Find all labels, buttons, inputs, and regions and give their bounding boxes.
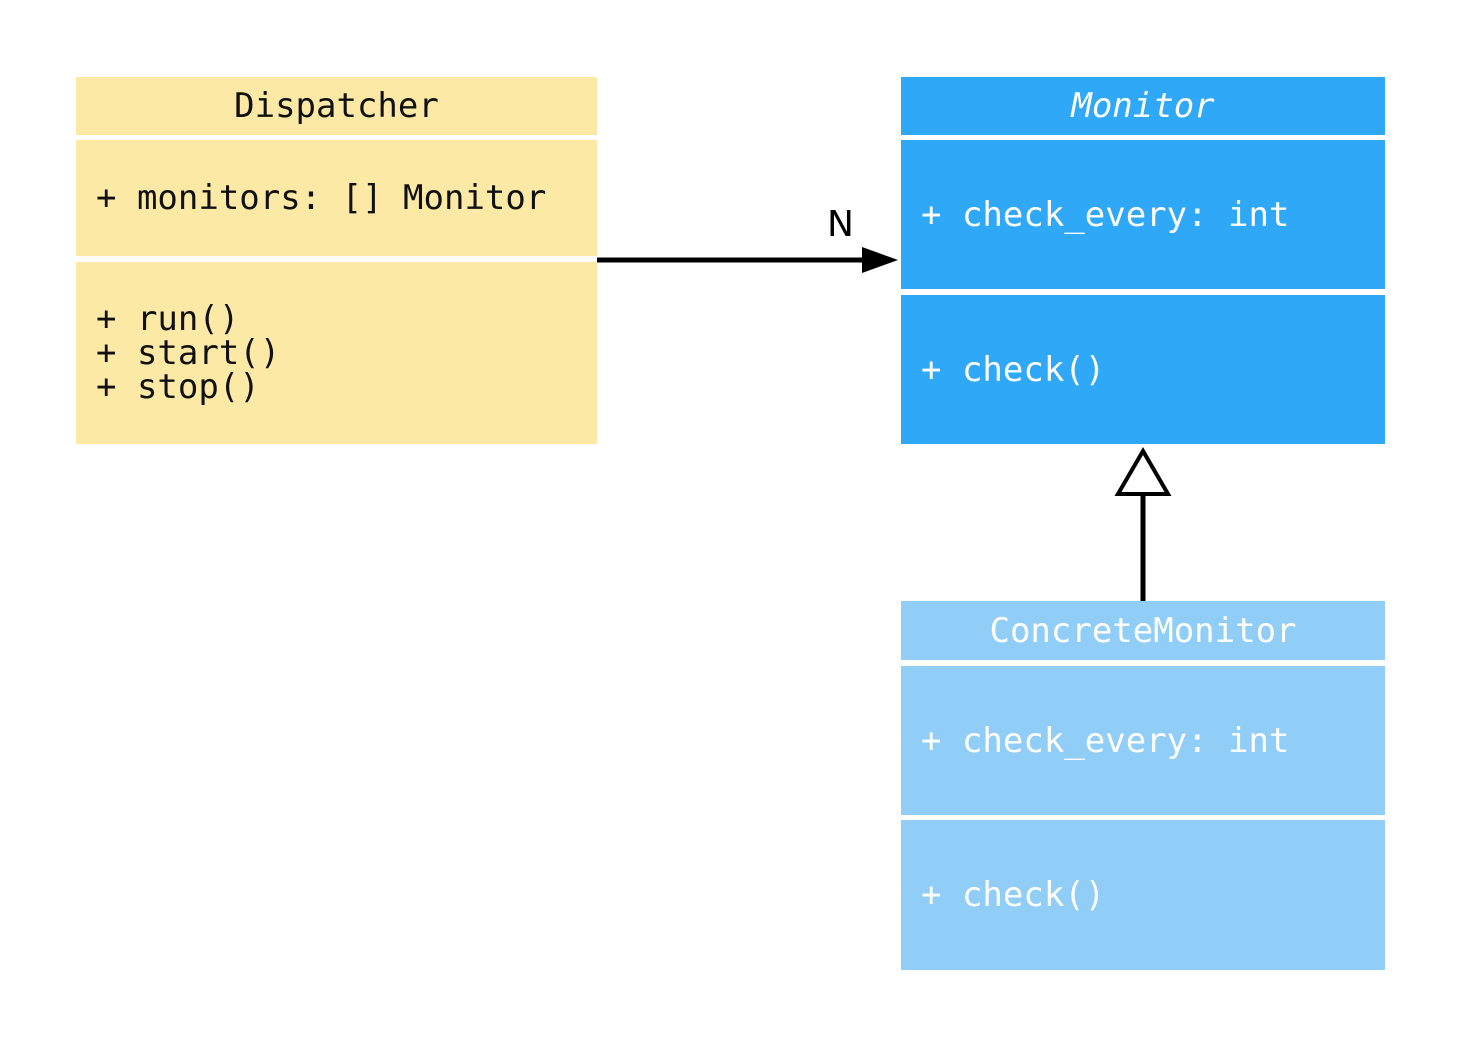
- class-name-dispatcher: Dispatcher: [76, 77, 597, 135]
- class-methods-concrete-monitor: + check(): [901, 820, 1385, 970]
- association-arrow: [597, 247, 898, 273]
- class-attributes-dispatcher: + monitors: [] Monitor: [76, 140, 597, 256]
- class-methods-dispatcher: + run() + start() + stop(): [76, 262, 597, 444]
- inheritance-arrow: [1114, 447, 1172, 601]
- class-name-concrete-monitor: ConcreteMonitor: [901, 601, 1385, 660]
- class-attributes-concrete-monitor: + check_every: int: [901, 666, 1385, 815]
- class-name-monitor: Monitor: [901, 77, 1385, 135]
- class-attributes-monitor: + check_every: int: [901, 140, 1385, 289]
- class-box-dispatcher: Dispatcher + monitors: [] Monitor + run(…: [76, 77, 597, 444]
- class-box-monitor: Monitor + check_every: int + check(): [901, 77, 1385, 444]
- association-multiplicity-label: N: [827, 204, 854, 245]
- class-methods-monitor: + check(): [901, 295, 1385, 444]
- class-box-concrete-monitor: ConcreteMonitor + check_every: int + che…: [901, 601, 1385, 970]
